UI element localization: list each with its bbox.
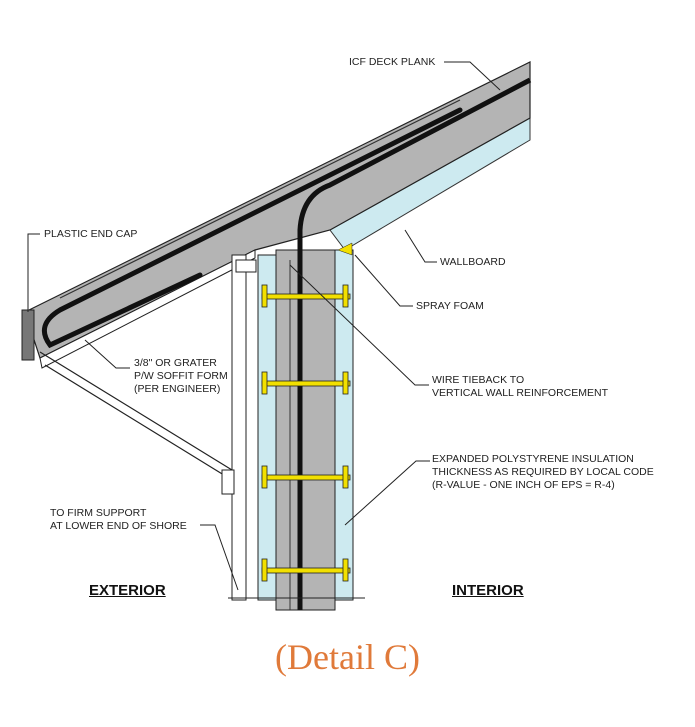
label-wallboard: WALLBOARD [440, 256, 506, 268]
shore [39, 351, 233, 471]
label-tieback: WIRE TIEBACK TO VERTICAL WALL REINFORCEM… [432, 374, 608, 400]
soffit-line-1: 3/8" OR GRATER [134, 357, 217, 369]
spray-foam [337, 242, 353, 256]
end-cap [21, 309, 35, 361]
soffit-line-3: (PER ENGINEER) [134, 383, 221, 395]
wall-rebar [297, 77, 532, 610]
label-eps: EXPANDED POLYSTYRENE INSULATION THICKNES… [432, 453, 654, 492]
tieback-line-1: WIRE TIEBACK TO [432, 374, 525, 386]
form-board [231, 254, 247, 601]
support-line-1: TO FIRM SUPPORT [50, 507, 147, 519]
eps-line-1: EXPANDED POLYSTYRENE INSULATION [432, 453, 634, 465]
label-end-cap: PLASTIC END CAP [44, 228, 138, 240]
detail-title: (Detail C) [275, 637, 420, 677]
label-soffit: 3/8" OR GRATER P/W SOFFIT FORM (PER ENGI… [134, 357, 228, 396]
form-ties [261, 284, 351, 582]
support-line-2: AT LOWER END OF SHORE [50, 520, 187, 532]
eps-line-3: (R-VALUE - ONE INCH OF EPS = R-4) [432, 479, 615, 491]
wall-concrete [275, 249, 336, 611]
soffit-form [39, 249, 256, 369]
label-exterior: EXTERIOR [89, 582, 166, 599]
eps-line-2: THICKNESS AS REQUIRED BY LOCAL CODE [432, 466, 654, 478]
slab-rebar [41, 107, 463, 349]
tieback-line-2: VERTICAL WALL REINFORCEMENT [432, 387, 608, 399]
soffit-line-2: P/W SOFFIT FORM [134, 370, 228, 382]
label-spray-foam: SPRAY FOAM [416, 300, 484, 312]
label-support: TO FIRM SUPPORT AT LOWER END OF SHORE [50, 507, 187, 533]
label-deck-plank: ICF DECK PLANK [349, 56, 436, 68]
label-interior: INTERIOR [452, 582, 524, 599]
